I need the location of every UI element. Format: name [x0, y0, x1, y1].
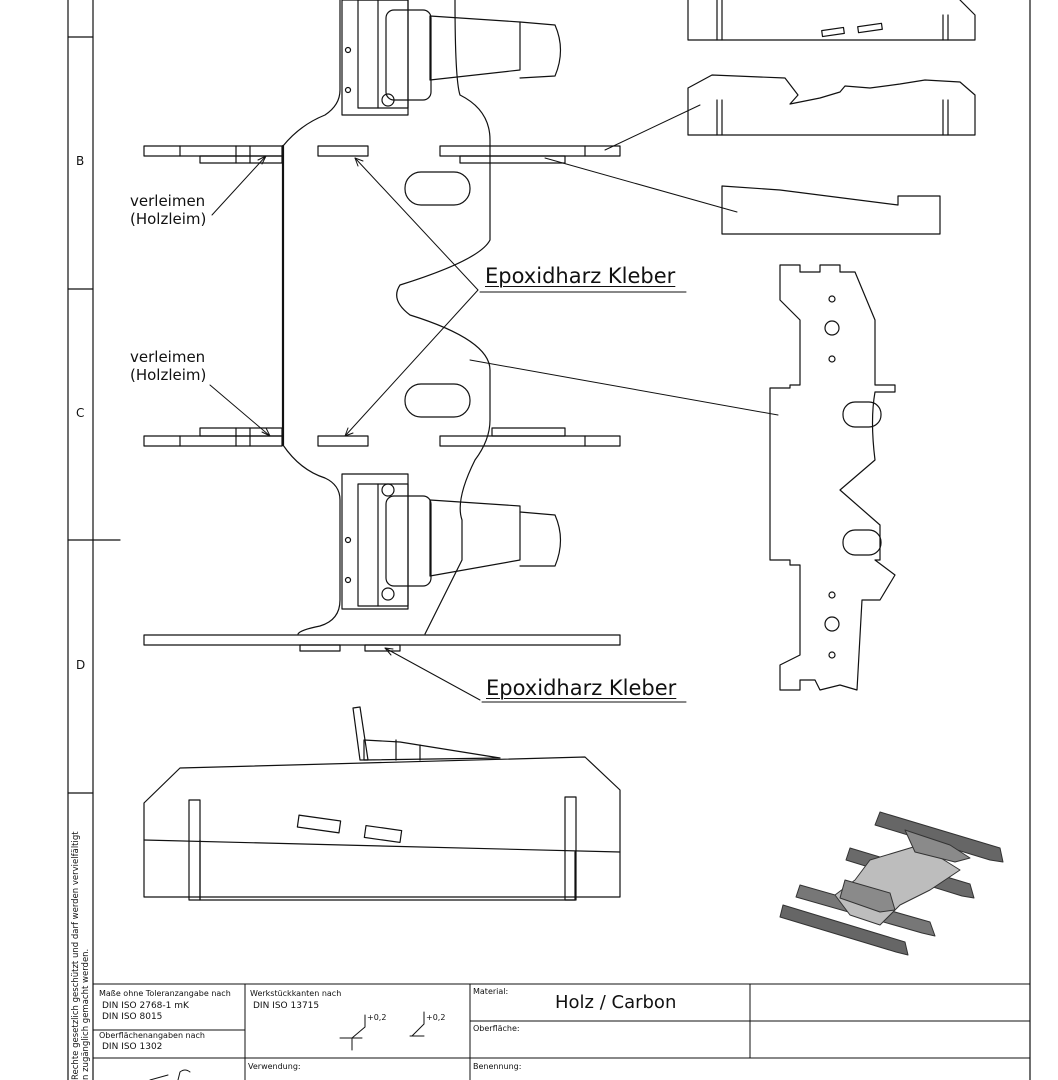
callout-line: (Holzleim)	[130, 210, 207, 228]
material-value: Holz / Carbon	[555, 992, 677, 1013]
zone-label-b: B	[76, 154, 85, 168]
title-block	[92, 983, 1031, 1080]
tolerance-standard-2: DIN ISO 8015	[102, 1012, 163, 1022]
callout-epoxy-lower: Epoxidharz Kleber	[486, 676, 677, 700]
surface-label: Oberfläche:	[473, 1024, 520, 1033]
copyright-line-2: n zugänglich gemacht werden.	[81, 948, 91, 1080]
zone-label-c: C	[76, 406, 85, 420]
detail-parts	[687, 0, 976, 691]
copyright-line-1: Rechte gesetzlich geschützt und darf wer…	[71, 831, 81, 1080]
motor-lower	[341, 473, 562, 610]
edges-heading: Werkstückkanten nach	[250, 989, 342, 998]
callout-line: (Holzleim)	[130, 366, 207, 384]
rib-upper	[143, 145, 621, 164]
motor-upper	[341, 0, 562, 116]
assembly-front-view	[143, 706, 621, 901]
edge-symbol-value-1: +0,2	[367, 1013, 387, 1022]
flat-plate	[769, 264, 896, 691]
callout-line: verleimen	[130, 348, 206, 366]
assembly-top-view	[143, 0, 779, 703]
rib-lower	[143, 634, 621, 652]
slot-lower	[404, 383, 471, 418]
edges-standard: DIN ISO 13715	[253, 1001, 320, 1011]
name-label: Benennung:	[473, 1062, 522, 1071]
edge-symbol-value-2: +0,2	[426, 1013, 446, 1022]
zone-label-d: D	[76, 658, 86, 672]
surface-spec-standard: DIN ISO 1302	[102, 1042, 163, 1052]
isometric-view	[779, 811, 1004, 956]
material-label: Material:	[473, 987, 509, 996]
callout-glue-wood-upper: verleimen (Holzleim)	[130, 192, 206, 228]
leader-lines	[209, 104, 779, 703]
tolerance-standard-1: DIN ISO 2768-1 mK	[102, 1001, 189, 1011]
surface-spec-heading: Oberflächenangaben nach	[99, 1031, 205, 1040]
rib-middle	[143, 427, 621, 447]
tolerance-heading: Maße ohne Toleranzangabe nach	[99, 989, 231, 998]
callout-glue-wood-lower: verleimen (Holzleim)	[130, 348, 206, 384]
sheet-frame	[67, 0, 1031, 1080]
central-plate	[282, 0, 491, 635]
callout-line: verleimen	[130, 192, 206, 210]
callout-epoxy-upper: Epoxidharz Kleber	[485, 264, 676, 288]
usage-label: Verwendung:	[248, 1062, 301, 1071]
slot-upper	[404, 171, 471, 206]
